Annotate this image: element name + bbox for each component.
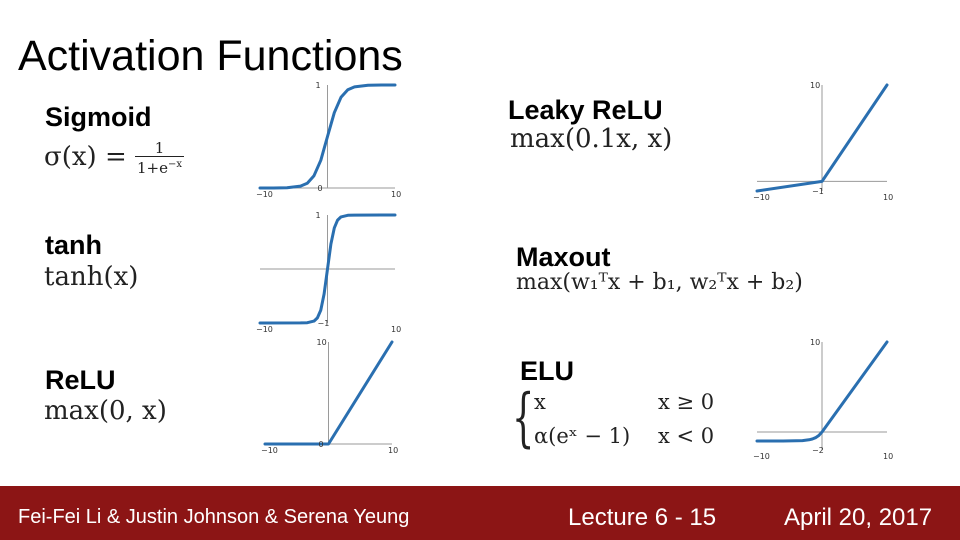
relu-formula: max(0, x) <box>44 396 167 426</box>
elu-brace: { <box>512 381 535 455</box>
sigmoid-y-tick-min: 0 <box>318 184 323 193</box>
tanh-curve <box>258 213 397 325</box>
elu-x-tick-max: 10 <box>883 452 893 461</box>
elu-y-tick-max: 10 <box>810 338 820 347</box>
tanh-x-tick-max: 10 <box>391 325 401 334</box>
leaky-relu-x-tick-max: 10 <box>883 193 893 202</box>
leaky-relu-curve <box>755 83 889 193</box>
slide-title: Activation Functions <box>18 32 403 80</box>
sigmoid-exponent: −x <box>168 159 183 170</box>
tanh-y-tick-max: 1 <box>316 211 321 220</box>
elu-label: ELU <box>520 356 574 386</box>
tanh-formula: tanh(x) <box>44 262 139 292</box>
leaky-relu-y-tick-max: 10 <box>810 81 820 90</box>
sigmoid-denominator: 1+e−x <box>135 157 184 176</box>
relu-y-tick-min: 0 <box>319 440 324 449</box>
footer-lecture: Lecture 6 - 15 <box>568 504 717 531</box>
elu-case2-expr: α(eˣ − 1) <box>534 424 631 448</box>
sigmoid-x-tick-max: 10 <box>391 190 401 199</box>
relu-curve <box>263 340 394 446</box>
elu-y-tick-min: −2 <box>812 446 824 455</box>
elu-case2-cond: x < 0 <box>658 424 715 448</box>
sigmoid-y-tick-max: 1 <box>316 81 321 90</box>
elu-case1-expr: x <box>534 390 546 414</box>
leaky-relu-y-tick-min: −1 <box>812 187 824 196</box>
leaky-relu-x-tick-min: −10 <box>753 193 770 202</box>
sigmoid-formula-lhs: σ(x) = <box>44 142 136 172</box>
sigmoid-numerator: 1 <box>135 140 185 157</box>
relu-x-tick-max: 10 <box>388 446 398 455</box>
footer-authors: Fei-Fei Li & Justin Johnson & Serena Yeu… <box>18 506 410 528</box>
leaky-relu-label: Leaky ReLU <box>508 95 663 125</box>
elu-x-tick-min: −10 <box>753 452 770 461</box>
relu-label: ReLU <box>45 365 116 395</box>
elu-curve <box>755 340 889 443</box>
relu-y-tick-max: 10 <box>317 338 327 347</box>
sigmoid-curve <box>258 83 397 190</box>
elu-case1-cond: x ≥ 0 <box>658 390 715 414</box>
sigmoid-x-tick-min: −10 <box>256 190 273 199</box>
tanh-label: tanh <box>45 230 102 260</box>
maxout-label: Maxout <box>516 242 611 272</box>
footer-date: April 20, 2017 <box>784 504 933 531</box>
leaky-relu-formula: max(0.1x, x) <box>510 124 673 154</box>
tanh-y-tick-min: −1 <box>318 319 330 328</box>
footer-bar: Fei-Fei Li & Justin Johnson & Serena Yeu… <box>0 486 960 540</box>
maxout-formula: max(w₁ᵀx + b₁, w₂ᵀx + b₂) <box>516 270 803 295</box>
sigmoid-denominator-base: 1+e <box>137 159 169 177</box>
tanh-x-tick-min: −10 <box>256 325 273 334</box>
sigmoid-label: Sigmoid <box>45 102 152 132</box>
relu-x-tick-min: −10 <box>261 446 278 455</box>
